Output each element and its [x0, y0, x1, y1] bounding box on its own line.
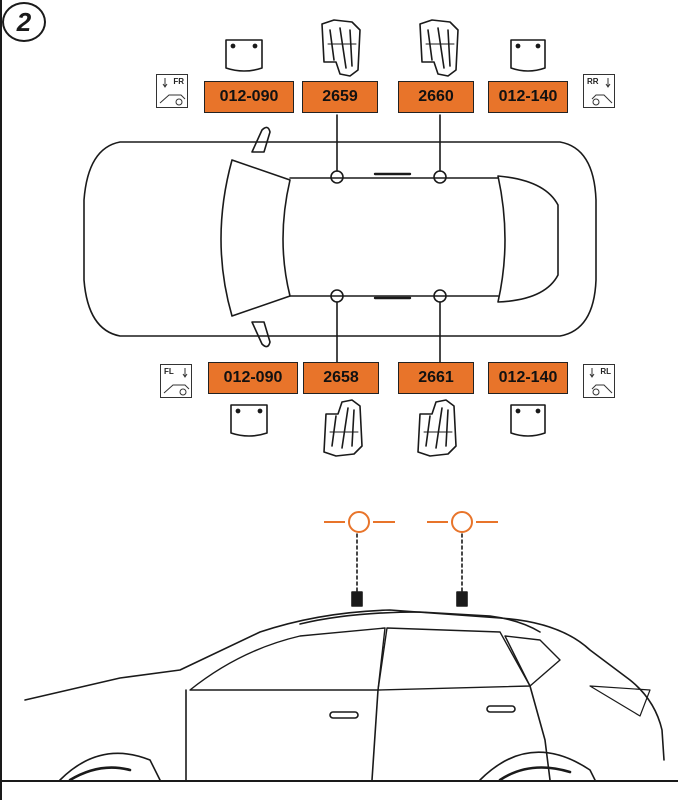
part-label-rear-left-pad: 012-140 — [488, 362, 568, 394]
foot-clamp-icon — [323, 399, 363, 457]
part-label-front-left-pad: 012-090 — [208, 362, 298, 394]
pad-icon — [510, 404, 546, 437]
position-icon-rear-left: RL — [583, 364, 615, 398]
car-door-icon — [163, 368, 190, 396]
car-door-icon — [591, 78, 613, 106]
target-circle-front — [348, 511, 370, 533]
part-label-front-left-foot: 2658 — [303, 362, 379, 394]
foot-clamp-icon — [321, 19, 361, 77]
position-label-rr: RR — [587, 77, 599, 86]
car-roof-line — [299, 611, 541, 633]
rear-quarter-glass — [504, 635, 561, 687]
position-icon-front-left: FL — [160, 364, 192, 398]
part-label-front-right-foot: 2659 — [302, 81, 378, 113]
car-side-view-outline — [24, 609, 665, 761]
target-circle-rear — [451, 511, 473, 533]
foot-clamp-icon — [419, 19, 459, 77]
pad-icon — [230, 404, 268, 437]
step-number-badge: 2 — [2, 2, 46, 42]
rear-window-outline-side — [377, 627, 531, 691]
car-door-icon — [589, 368, 613, 396]
position-label-fl: FL — [164, 367, 174, 376]
position-label-rl: RL — [600, 367, 611, 376]
mirror-left-icon — [251, 321, 271, 348]
part-label-rear-right-foot: 2660 — [398, 81, 474, 113]
position-label-fr: FR — [173, 77, 184, 86]
windscreen-outline — [220, 159, 291, 317]
foot-clamp-icon — [417, 399, 457, 457]
part-label-rear-left-foot: 2661 — [398, 362, 474, 394]
rear-window-outline — [497, 175, 559, 303]
car-top-view-outline — [83, 141, 597, 337]
frame-bottom-border — [0, 780, 678, 782]
position-icon-rear-right: RR — [583, 74, 615, 108]
mount-point-rear-right — [433, 170, 447, 184]
front-window-outline — [189, 627, 386, 691]
mount-point-front-right — [330, 170, 344, 184]
position-icon-front-right: FR — [156, 74, 188, 108]
roof-point-icon — [351, 591, 363, 607]
mirror-right-icon — [251, 126, 271, 153]
part-label-rear-right-pad: 012-140 — [488, 81, 568, 113]
roof-point-icon — [456, 591, 468, 607]
pad-icon — [225, 39, 263, 72]
step-number: 2 — [16, 6, 32, 37]
frame-left-border — [0, 0, 2, 800]
car-door-icon — [159, 78, 186, 106]
pad-icon — [510, 39, 546, 72]
part-label-front-right-pad: 012-090 — [204, 81, 294, 113]
